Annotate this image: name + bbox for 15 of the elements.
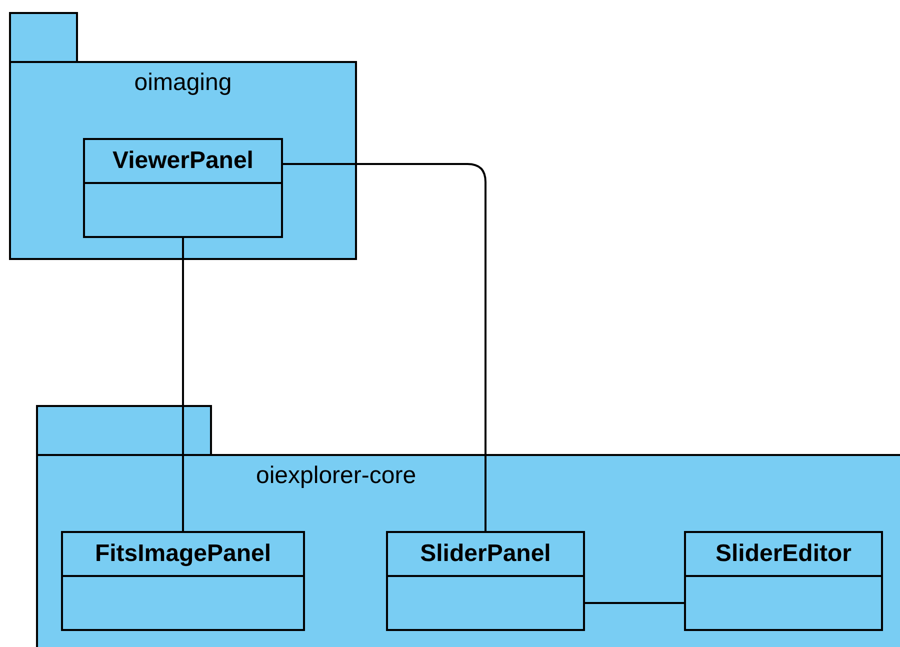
class-name: FitsImagePanel xyxy=(94,539,272,569)
class-box xyxy=(83,138,283,238)
class-box xyxy=(386,531,585,631)
class-name: SliderEditor xyxy=(715,539,852,569)
class-name: SliderPanel xyxy=(420,539,551,569)
connector-line xyxy=(182,238,184,531)
class-box xyxy=(684,531,883,631)
connector-line xyxy=(283,163,486,531)
class-name: ViewerPanel xyxy=(112,146,254,176)
connector-line xyxy=(585,602,684,604)
class-box xyxy=(61,531,305,631)
package-frame xyxy=(36,405,900,647)
package-frame xyxy=(9,12,357,260)
package-name: oimaging xyxy=(133,68,233,98)
package-name: oiexplorer-core xyxy=(256,461,416,491)
